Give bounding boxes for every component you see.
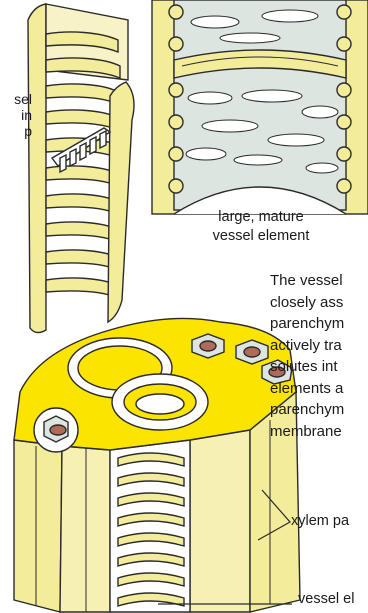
caption-line: closely ass [270,292,344,314]
xylem-parenchyma-label: xylem pa [291,512,349,531]
caption-line: membrane [270,421,344,443]
caption-line: solutes int [270,356,344,378]
caption-line: actively tra [270,335,344,357]
caption-text: The vessel closely ass parenchym activel… [270,270,344,442]
left-partial-label: sel in p [0,91,32,139]
developing-vessel-element [28,4,134,333]
xylem-bundle [14,318,300,612]
left-label-line: p [0,123,32,139]
mature-label-line: large, mature [156,208,366,227]
left-label-line: sel [0,91,32,107]
vessel-element-label: vessel el [298,590,354,609]
caption-line: parenchym [270,313,344,335]
mature-vessel-label: large, mature vessel element [156,208,366,246]
mature-label-line: vessel element [156,227,366,246]
mature-vessel-element [152,0,368,214]
left-label-line: in [0,107,32,123]
caption-line: parenchym [270,399,344,421]
caption-line: elements a [270,378,344,400]
caption-line: The vessel [270,270,344,292]
